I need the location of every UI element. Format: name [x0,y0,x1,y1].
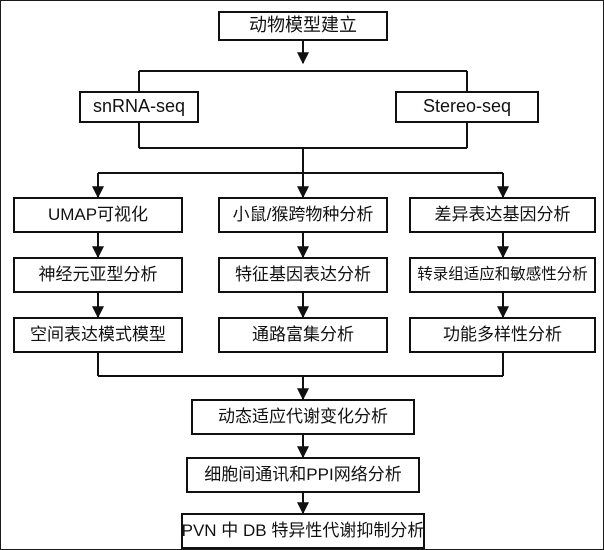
node-col1-step1[interactable]: UMAP可视化 [13,197,183,233]
node-col1-step2[interactable]: 神经元亚型分析 [13,257,183,293]
node-col1-step2-label: 神经元亚型分析 [38,264,158,284]
node-col2-step3[interactable]: 通路富集分析 [218,317,388,353]
node-col3-step1-label: 差异表达基因分析 [434,204,571,224]
node-root[interactable]: 动物模型建立 [218,11,388,41]
node-integration-step2[interactable]: 细胞间通讯和PPI网络分析 [186,457,420,493]
node-col3-step3[interactable]: 功能多样性分析 [409,317,596,353]
node-col1-step1-label: UMAP可视化 [47,204,149,224]
node-col2-step2-label: 特征基因表达分析 [235,264,371,284]
node-col2-step1[interactable]: 小鼠/猴跨物种分析 [218,197,388,233]
node-col3-step2[interactable]: 转录组适应和敏感性分析 [409,257,596,293]
node-integration-step3[interactable]: PVN 中 DB 特异性代谢抑制分析 [181,513,425,549]
node-col2-step2[interactable]: 特征基因表达分析 [218,257,388,293]
node-stereo-seq[interactable]: Stereo-seq [395,91,539,123]
node-integration-step3-label: PVN 中 DB 特异性代谢抑制分析 [181,520,425,540]
node-snrna-seq-label: snRNA-seq [92,96,186,117]
node-col2-step1-label: 小鼠/猴跨物种分析 [232,204,374,224]
node-col3-step1[interactable]: 差异表达基因分析 [409,197,596,233]
node-integration-step1[interactable]: 动态适应代谢变化分析 [191,399,415,435]
node-stereo-seq-label: Stereo-seq [422,96,512,117]
node-root-label: 动物模型建立 [249,15,357,36]
node-integration-step2-label: 细胞间通讯和PPI网络分析 [204,464,402,484]
node-snrna-seq[interactable]: snRNA-seq [79,91,199,123]
node-col2-step3-label: 通路富集分析 [252,324,354,344]
node-col1-step3[interactable]: 空间表达模式模型 [13,317,183,353]
node-integration-step1-label: 动态适应代谢变化分析 [218,406,388,426]
node-col3-step3-label: 功能多样性分析 [443,324,562,344]
node-col3-step2-label: 转录组适应和敏感性分析 [417,266,588,284]
node-col1-step3-label: 空间表达模式模型 [30,324,166,344]
